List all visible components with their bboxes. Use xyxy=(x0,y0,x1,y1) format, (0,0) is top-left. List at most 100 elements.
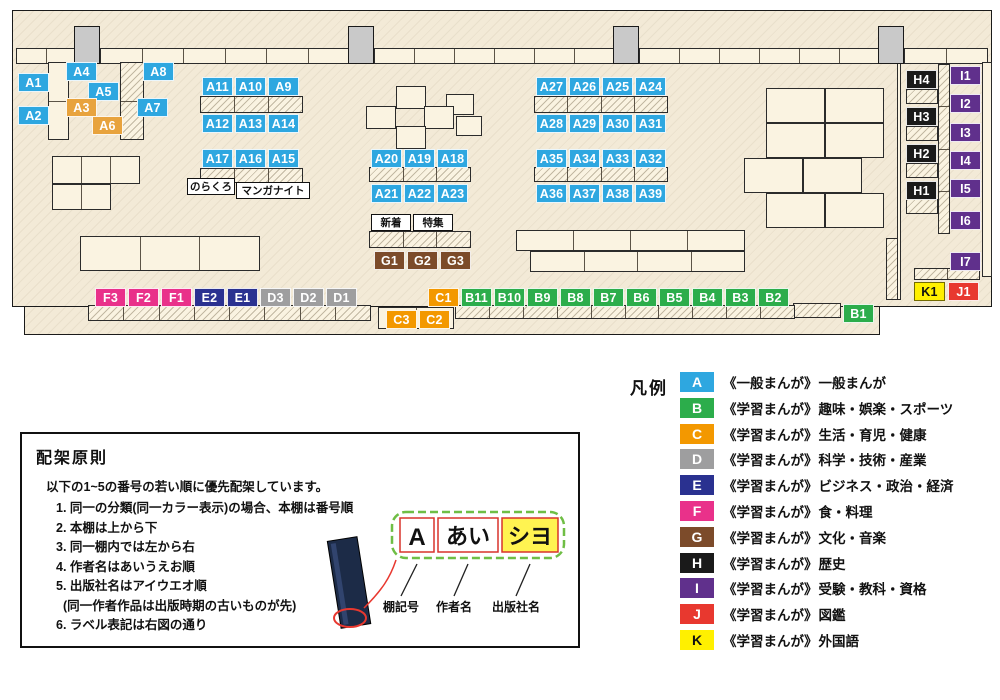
caption-line-publisher xyxy=(515,563,531,597)
shelf-cell xyxy=(767,194,824,227)
shelf-code-text: A xyxy=(408,524,425,551)
legend-row: H《学習まんが》歴史 xyxy=(680,552,954,573)
shelf-badge-A28: A28 xyxy=(536,114,567,133)
principles-intro: 以下の1~5の番号の若い順に優先配架しています。 xyxy=(46,480,329,494)
shelf-block xyxy=(100,48,350,64)
legend-label: 《学習まんが》食・料理 xyxy=(723,501,873,521)
shelf-cell xyxy=(404,168,438,181)
shelf-cell xyxy=(761,306,794,318)
legend-series: 《学習まんが》 xyxy=(723,427,818,443)
shelf-cell xyxy=(939,107,949,150)
shelf-cell xyxy=(905,49,947,63)
shelf-badge-A22: A22 xyxy=(404,184,435,203)
shelf-cell xyxy=(309,49,350,63)
shelf-badge-F2: F2 xyxy=(128,288,159,307)
shelf-cell xyxy=(907,127,937,140)
shelf-cell xyxy=(82,185,110,209)
shelf-cell xyxy=(840,49,879,63)
shelf-block xyxy=(52,156,140,184)
shelf-block xyxy=(530,251,745,272)
shelf-cell xyxy=(720,49,760,63)
shelf-badge-B9: B9 xyxy=(527,288,558,307)
shelf-badge-A20: A20 xyxy=(371,149,402,168)
shelf-block xyxy=(80,236,260,271)
legend-label: 《学習まんが》生活・育児・健康 xyxy=(723,424,927,444)
principles-title: 配架原則 xyxy=(36,450,109,467)
principles-item: (同一作者作品は出版時期の古いものが先) xyxy=(56,598,297,613)
shelf-block xyxy=(914,268,980,280)
shelf-cell xyxy=(195,306,230,320)
shelf-cell xyxy=(425,107,453,128)
shelf-cell xyxy=(983,63,991,276)
shelf-badge-A12: A12 xyxy=(202,114,233,133)
shelf-badge-A39: A39 xyxy=(635,184,666,203)
shelf-cell xyxy=(269,169,302,182)
shelf-cell xyxy=(160,306,195,320)
legend-badge-G: G xyxy=(680,526,714,547)
legend-badge-K: K xyxy=(680,629,714,650)
shelf-cell xyxy=(455,49,495,63)
shelf-badge-A19: A19 xyxy=(404,149,435,168)
legend-series: 《学習まんが》 xyxy=(723,479,818,495)
shelf-cell xyxy=(265,306,301,320)
shelf-cell xyxy=(638,252,692,271)
principles-box: 配架原則 以下の1~5の番号の若い順に優先配架しています。 1. 同一の分類(同… xyxy=(20,432,580,648)
shelf-cell xyxy=(535,97,569,112)
shelf-cell xyxy=(53,157,82,183)
area-label: マンガナイト xyxy=(236,182,310,199)
shelf-badge-A13: A13 xyxy=(235,114,266,133)
shelf-badge-A30: A30 xyxy=(602,114,633,133)
shelf-badge-I6: I6 xyxy=(950,211,981,230)
shelf-badge-E1: E1 xyxy=(227,288,258,307)
publisher-box xyxy=(501,517,559,553)
shelf-cell xyxy=(907,200,937,213)
shelf-cell xyxy=(367,107,395,128)
shelf-badge-B4: B4 xyxy=(692,288,723,307)
shelf-badge-B8: B8 xyxy=(560,288,591,307)
shelf-block xyxy=(88,305,371,321)
shelf-cell xyxy=(592,306,626,318)
principles-item: 1. 同一の分類(同一カラー表示)の場合、本棚は番号順 xyxy=(56,501,354,515)
legend-row: J《学習まんが》図鑑 xyxy=(680,604,954,625)
shelf-badge-A24: A24 xyxy=(635,77,666,96)
shelf-cell xyxy=(81,237,141,270)
shelf-block xyxy=(906,126,938,141)
shelf-cell xyxy=(568,168,602,181)
shelf-cell xyxy=(535,49,575,63)
shelf-cell xyxy=(692,252,745,271)
caption-publisher: 出版社名 xyxy=(492,599,540,614)
shelf-badge-A5: A5 xyxy=(88,82,119,101)
shelf-badge-A26: A26 xyxy=(569,77,600,96)
shelf-cell xyxy=(898,63,900,299)
legend-label: 《学習まんが》外国語 xyxy=(723,630,859,650)
shelf-badge-A3: A3 xyxy=(66,98,97,117)
legend-category: 生活・育児・健康 xyxy=(818,427,927,443)
shelf-cell xyxy=(517,231,574,250)
shelf-cell xyxy=(907,164,937,177)
shelf-cell xyxy=(457,117,481,135)
shelf-badge-I7: I7 xyxy=(950,252,981,271)
shelf-badge-A27: A27 xyxy=(536,77,567,96)
legend-series: 《学習まんが》 xyxy=(723,608,818,624)
shelf-badge-I3: I3 xyxy=(950,123,981,142)
legend-category: 歴史 xyxy=(818,556,846,572)
legend-category: 科学・技術・産業 xyxy=(818,453,927,469)
shelf-badge-G1: G1 xyxy=(374,251,405,270)
legend-label: 《学習まんが》科学・技術・産業 xyxy=(723,449,927,469)
pillar xyxy=(878,26,904,64)
shelf-cell xyxy=(121,63,143,102)
shelf-cell xyxy=(397,127,425,148)
shelf-cell xyxy=(745,159,802,192)
caption-author: 作者名 xyxy=(436,599,472,614)
shelf-badge-B3: B3 xyxy=(725,288,756,307)
shelf-cell xyxy=(947,49,988,63)
shelf-block xyxy=(906,89,938,104)
shelf-cell xyxy=(635,97,667,112)
legend-badge-E: E xyxy=(680,475,714,496)
legend-row: F《学習まんが》食・料理 xyxy=(680,500,954,521)
shelf-cell xyxy=(184,49,226,63)
legend-series: 《学習まんが》 xyxy=(723,453,818,469)
shelf-badge-H3: H3 xyxy=(906,107,937,126)
shelf-badge-A9: A9 xyxy=(268,77,299,96)
shelf-block xyxy=(766,88,825,123)
